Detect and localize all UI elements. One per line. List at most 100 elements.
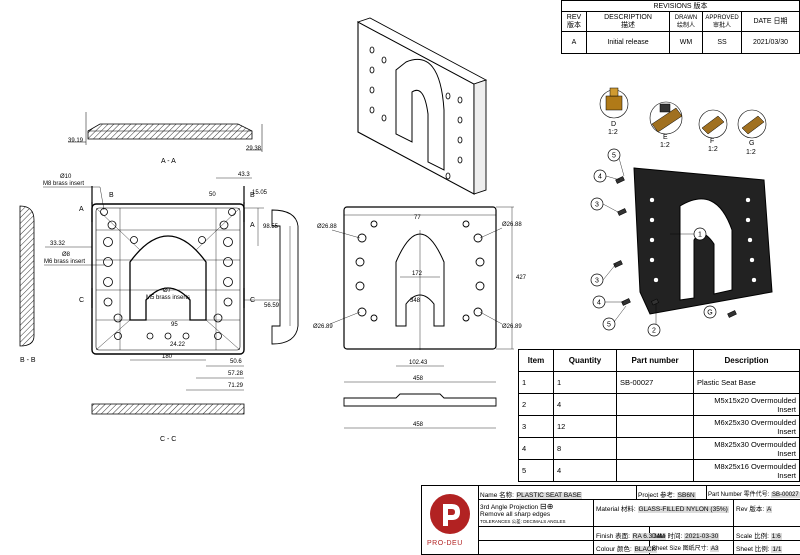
bom-desc: M6x25x30 Overmoulded Insert [693, 415, 800, 438]
dim-458: 458 [413, 376, 424, 382]
dim-24-22: 24.22 [170, 342, 186, 348]
sheet-size-field: Sheet Size 图纸尺寸: A3 [652, 546, 720, 552]
bom-item: 4 [518, 437, 554, 460]
sheet-field: Sheet 比例: 1/1 [736, 546, 783, 553]
balloon-g: G [707, 310, 712, 317]
label-m6: M6 brass insert [44, 259, 85, 265]
bill-of-materials: Item Quantity Part number Description 1 … [518, 349, 800, 482]
balloon-4-top: 4 [598, 174, 602, 181]
isometric-top-view [356, 17, 488, 195]
dim-57-28: 57.28 [228, 371, 244, 377]
bom-qty: 12 [553, 415, 617, 438]
bom-part [616, 415, 694, 438]
side-profile-left [271, 209, 299, 345]
dim-71-29: 71.29 [228, 383, 244, 389]
section-cc-view: C - C [91, 403, 245, 443]
detail-g-scale: 1:2 [746, 149, 756, 156]
bom-qty: 4 [553, 459, 617, 482]
section-a-left: A [79, 206, 84, 213]
side-profile-bottom: 458 [343, 393, 497, 429]
balloon-5-top: 5 [612, 153, 616, 160]
balloon-1: 1 [698, 232, 702, 239]
balloon-5-bottom: 5 [607, 322, 611, 329]
detail-d-letter: D [611, 121, 616, 128]
dim-15-05: 15.05 [252, 190, 268, 196]
table-row: 5 4 M8x25x16 Overmoulded Insert [518, 459, 800, 482]
dim-39-19: 39.19 [68, 138, 84, 144]
exploded-isometric-view: 5 4 3 1 3 4 5 2 G [590, 148, 773, 337]
dim-56-59: 56.59 [264, 303, 280, 309]
front-view: B B A A C C Ø10 M8 brass insert Ø8 M6 br… [43, 172, 280, 391]
table-row: 2 4 M5x15x20 Overmoulded Insert [518, 393, 800, 416]
bom-part: SB-00027 [616, 371, 694, 394]
dim-d7: Ø7 [163, 288, 172, 294]
dim-33-32: 33.32 [50, 241, 66, 247]
dim-d26-89-left: Ø26.89 [313, 324, 333, 330]
dim-43-3: 43.3 [238, 172, 250, 178]
detail-g-letter: G [749, 140, 754, 147]
bom-part [616, 437, 694, 460]
section-cc-label: C - C [160, 436, 176, 443]
dim-427: 427 [516, 275, 527, 281]
dim-d10: Ø10 [60, 174, 72, 180]
balloon-2: 2 [652, 328, 656, 335]
bom-part-header: Part number [616, 349, 694, 372]
bom-part [616, 459, 694, 482]
logo-text: PRO-DEU [427, 540, 463, 547]
table-row: 4 8 M8x25x30 Overmoulded Insert [518, 437, 800, 460]
bom-qty: 4 [553, 393, 617, 416]
date-field: Date 时间: 2021-03-30 [652, 533, 720, 540]
project-field: Project 参考: SB6N [638, 492, 696, 499]
detail-f-scale: 1:2 [708, 146, 718, 153]
table-row: 3 12 M6x25x30 Overmoulded Insert [518, 415, 800, 438]
section-bb-view: B - B [19, 205, 36, 364]
balloon-4-bottom: 4 [597, 300, 601, 307]
dim-180: 180 [162, 354, 173, 360]
section-bb-label: B - B [20, 357, 36, 364]
detail-g: G 1:2 [737, 109, 767, 156]
tolerances-label: TOLERANCES 公差: DECIMALS ANGLES [480, 519, 566, 524]
dim-98-55: 98.55 [263, 224, 279, 230]
dim-348: 348 [410, 298, 421, 304]
projection-symbol-icon: ⊟⊕ [540, 502, 554, 511]
dim-77: 77 [414, 215, 421, 221]
part-number-field: Part Number 零件代号: SB-00027 [708, 492, 800, 498]
dim-95: 95 [171, 322, 178, 328]
section-b-left: B [109, 192, 114, 199]
balloon-3-bottom: 3 [595, 278, 599, 285]
detail-e: E 1:2 [649, 101, 683, 149]
logo: PRO-DEU [424, 490, 476, 550]
bom-qty: 8 [553, 437, 617, 460]
dim-50: 50 [209, 192, 216, 198]
bom-desc: M5x15x20 Overmoulded Insert [693, 393, 800, 416]
approved-cell: SS [702, 31, 742, 54]
detail-f-letter: F [710, 138, 714, 145]
sharp-edges-note: Remove all sharp edges [480, 511, 551, 518]
section-aa-label: A - A [161, 158, 176, 165]
dim-172: 172 [412, 271, 423, 277]
logo-mark-icon [430, 494, 470, 534]
scale-field: Scale 比例: 1:6 [736, 533, 782, 540]
bom-desc: Plastic Seat Base [693, 371, 800, 394]
detail-e-scale: 1:2 [660, 142, 670, 149]
detail-d-scale: 1:2 [608, 129, 618, 136]
bom-item-header: Item [518, 349, 554, 372]
plan-view-right: Ø26.88 Ø26.88 Ø26.89 Ø26.89 77 172 348 4… [313, 206, 527, 383]
bom-desc: M8x25x30 Overmoulded Insert [693, 437, 800, 460]
bom-item: 3 [518, 415, 554, 438]
title-block: PRO-DEU Name 名称: PLASTIC SEAT BASE Proje… [421, 485, 800, 555]
dim-458-bottom: 458 [413, 422, 424, 428]
section-b-right: B [250, 192, 255, 199]
section-c-right: C [250, 297, 255, 304]
dim-29-38: 29.38 [246, 146, 262, 152]
dim-d26-88-left: Ø26.88 [317, 224, 337, 230]
detail-d: D 1:2 [599, 87, 629, 136]
detail-e-letter: E [663, 134, 668, 141]
bom-qty-header: Quantity [553, 349, 617, 372]
detail-f: F 1:2 [698, 109, 728, 153]
label-m5: M5 brass inserts [146, 295, 190, 301]
bom-desc-header: Description [693, 349, 800, 372]
bom-qty: 1 [553, 371, 617, 394]
